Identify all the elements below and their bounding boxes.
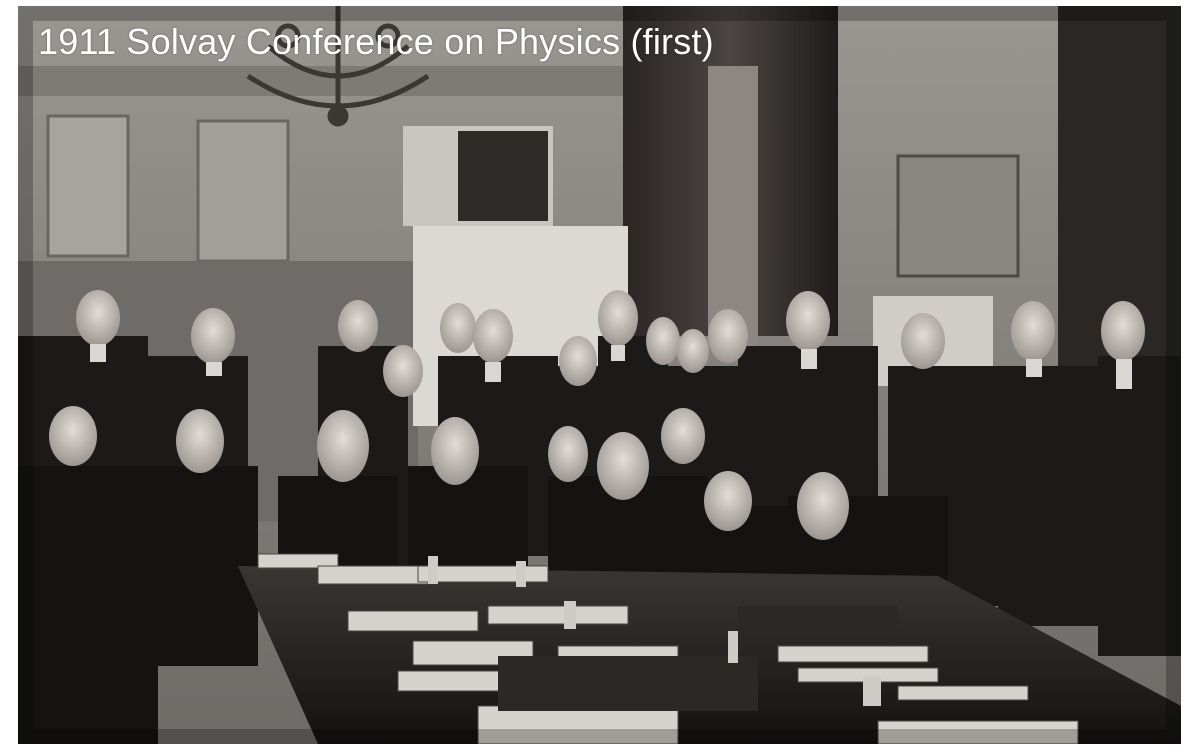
wall-panel xyxy=(896,154,1020,278)
photo-caption: 1911 Solvay Conference on Physics (first… xyxy=(38,21,714,62)
wall-panel xyxy=(46,114,130,258)
table-books xyxy=(498,606,898,711)
seated-heads xyxy=(49,406,849,540)
wall-panel xyxy=(196,119,290,263)
standing-heads xyxy=(76,290,1145,397)
chandelier xyxy=(246,6,430,127)
shirt-fronts xyxy=(90,344,1132,389)
cornice xyxy=(18,66,638,96)
inkwells xyxy=(428,556,881,706)
curtain-light xyxy=(708,66,758,346)
table-papers xyxy=(257,553,1079,744)
group-photograph xyxy=(18,6,1181,744)
door-dark xyxy=(458,131,548,221)
